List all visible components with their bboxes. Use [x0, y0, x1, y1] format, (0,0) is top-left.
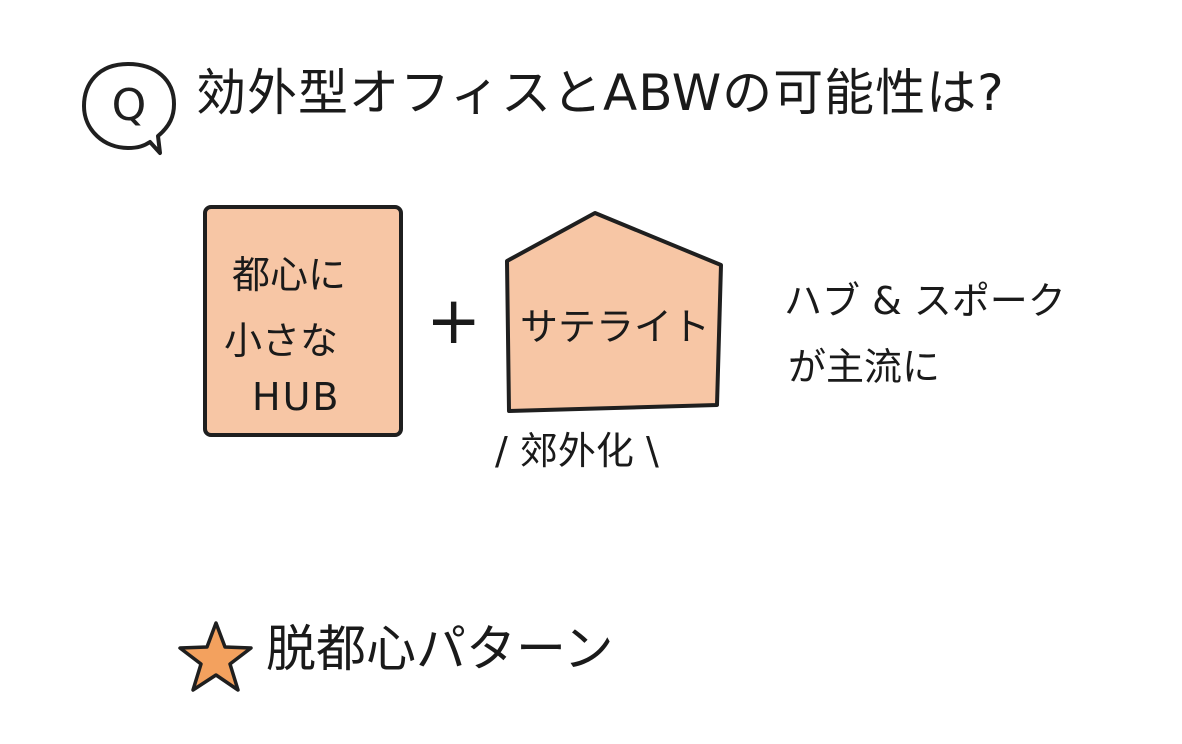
hub-text-line-1: 都心に: [232, 253, 347, 297]
hub-text-line-3: HUB: [252, 375, 341, 419]
star-icon: [176, 617, 256, 697]
satellite-house-shape: [495, 205, 730, 420]
page-title: 効外型オフィスとABWの可能性は?: [196, 64, 1005, 122]
hub-text-line-2: 小さな: [224, 319, 339, 363]
question-bubble-icon: Q: [76, 56, 182, 160]
plus-sign: +: [426, 282, 482, 359]
bottom-heading: 脱都心パターン: [266, 620, 614, 678]
hub-spoke-line-1: ハブ & スポーク: [784, 279, 1066, 323]
city-hub-box: [203, 205, 403, 437]
question-letter: Q: [112, 80, 147, 131]
hub-spoke-line-2: が主流に: [788, 345, 941, 389]
suburbanization-label: / 郊外化 \: [495, 429, 659, 473]
satellite-label: サテライト: [520, 305, 711, 349]
